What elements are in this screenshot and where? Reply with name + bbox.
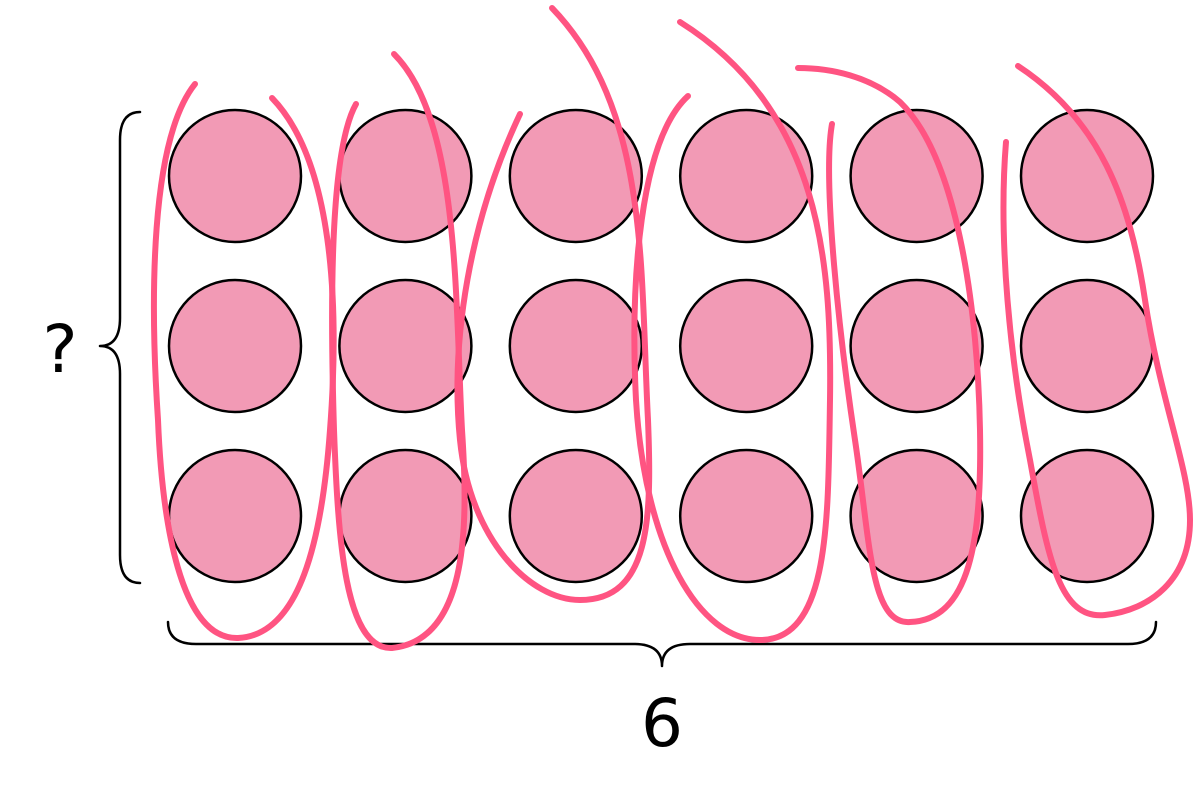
group-loop-6: [1000, 63, 1193, 619]
dot-r1-c5: [849, 108, 984, 244]
dot-r1-c4: [678, 108, 814, 244]
dot-r3-c3: [508, 448, 644, 584]
dot-r3-c4: [678, 448, 814, 584]
dot-r1-c1: [167, 108, 303, 244]
dot-r2-c6: [1019, 278, 1155, 414]
group-loops: [150, 5, 1193, 652]
dot-r2-c3: [508, 278, 644, 414]
dot-r2-c1: [167, 278, 303, 414]
rows-brace: [98, 110, 142, 585]
columns-brace: [166, 620, 1158, 668]
group-loop-2: [329, 51, 468, 652]
group-loop-5: [795, 65, 984, 626]
dot-r1-c6: [1019, 108, 1155, 244]
group-loop-4: [631, 19, 834, 643]
dot-array: [167, 108, 1155, 584]
dot-r3-c1: [167, 448, 303, 584]
group-loop-3: [454, 5, 653, 603]
dot-r2-c2: [338, 278, 473, 414]
dot-r3-c2: [338, 448, 473, 584]
rows-label: ?: [42, 311, 77, 388]
dot-r2-c4: [678, 278, 814, 414]
dot-r1-c3: [508, 108, 644, 244]
dot-r3-c5: [849, 448, 984, 584]
columns-label: 6: [641, 685, 683, 762]
dot-r2-c5: [849, 278, 984, 414]
dot-r3-c6: [1019, 448, 1155, 584]
